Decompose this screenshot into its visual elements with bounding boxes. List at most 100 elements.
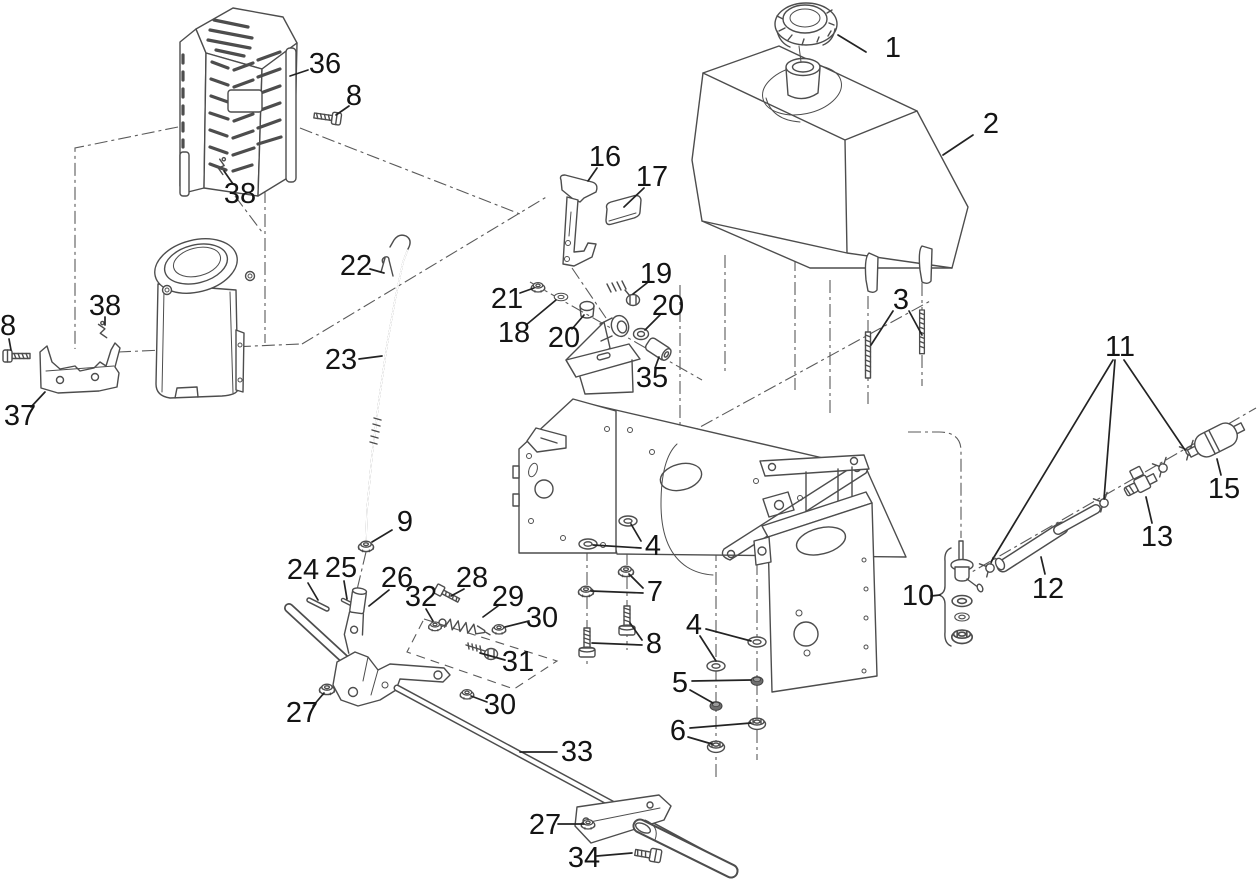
leader-line <box>644 314 661 331</box>
part-number-label: 18 <box>498 317 530 349</box>
nut-32 <box>428 621 442 632</box>
leader-line <box>1040 556 1046 575</box>
leader-line <box>870 310 894 346</box>
leader-line <box>371 529 393 543</box>
part-number-label: 8 <box>0 310 16 342</box>
part-number-label: 37 <box>4 400 36 432</box>
part-number-label: 12 <box>1032 573 1064 605</box>
part-number-label: 3 <box>893 284 909 316</box>
leader-line <box>8 338 12 351</box>
grip-pad <box>605 194 642 226</box>
leader-line <box>689 722 752 729</box>
washer-4 <box>747 636 767 648</box>
main-frame <box>512 314 907 693</box>
leader-line <box>691 679 752 682</box>
nut-30 <box>459 689 475 700</box>
washer-4 <box>618 515 638 527</box>
guard-clip-38 <box>217 156 227 176</box>
bolt-8 <box>618 605 636 636</box>
leader-line <box>699 635 717 662</box>
part-number-label: 38 <box>224 178 256 210</box>
part-number-label: 31 <box>502 646 534 678</box>
tank-tab <box>918 245 933 284</box>
part-number-label: 23 <box>325 344 357 376</box>
bolt-34 <box>634 847 663 864</box>
part-number-label: 28 <box>456 562 488 594</box>
leader-line <box>482 605 499 618</box>
lever-assembly <box>284 583 559 707</box>
part-number-label: 11 <box>1105 331 1135 363</box>
fuel-tank <box>691 45 969 293</box>
leader-line <box>689 689 714 704</box>
deck-mount-ear <box>762 491 795 518</box>
leader-line <box>632 282 648 295</box>
callout-leader-lines <box>8 34 1222 857</box>
washer-4 <box>578 538 598 550</box>
part-number-label: 1 <box>885 32 901 64</box>
leader-line <box>654 356 660 369</box>
part-number-label: 25 <box>325 552 357 584</box>
leader-line <box>592 544 642 549</box>
part-number-label: 35 <box>636 362 668 394</box>
part-number-label: 4 <box>686 609 702 641</box>
bushing-20a <box>579 300 595 319</box>
part-number-label: 29 <box>492 581 524 613</box>
bushing-20b <box>632 327 650 341</box>
leader-line <box>30 391 46 408</box>
part-number-label: 13 <box>1141 521 1173 553</box>
part-number-label: 36 <box>309 48 341 80</box>
tank-tab <box>864 252 879 293</box>
leader-line <box>623 187 645 208</box>
part-number-label: 33 <box>561 736 593 768</box>
pin-24 <box>306 597 330 612</box>
leader-line <box>525 299 557 326</box>
leader-line <box>630 523 642 542</box>
spring-29 <box>438 618 491 636</box>
leader-line <box>1216 458 1222 476</box>
leader-line <box>369 268 385 274</box>
spring-phantom-outline <box>406 618 559 690</box>
part-number-label: 38 <box>89 290 121 322</box>
nut-7 <box>617 565 635 578</box>
pivot-tower <box>565 314 641 395</box>
lever-weldment <box>332 651 451 707</box>
pivot-hardware <box>530 280 672 361</box>
part-number-label: 7 <box>647 576 663 608</box>
bracket-screw-8 <box>2 349 31 363</box>
throttle-rod <box>365 234 411 543</box>
part-number-label: 27 <box>529 809 561 841</box>
frame-top-strap <box>759 454 870 477</box>
leader-line <box>223 170 234 185</box>
leader-line <box>504 620 530 628</box>
locknut-9 <box>357 540 375 553</box>
leader-line <box>368 589 390 607</box>
part-number-label: 15 <box>1208 473 1240 505</box>
leader-line <box>358 355 383 360</box>
part-number-label: 34 <box>568 842 600 874</box>
hose-clamp-11 <box>1151 456 1174 478</box>
leader-line <box>590 590 644 594</box>
leader-line <box>629 622 643 641</box>
leader-line <box>591 642 643 646</box>
support-bracket <box>559 174 598 267</box>
leader-line <box>307 582 319 601</box>
part-number-label: 19 <box>640 258 672 290</box>
part-number-label: 5 <box>672 667 688 699</box>
fuel-filter-15 <box>1186 422 1246 458</box>
part-number-label: 30 <box>526 602 558 634</box>
control-rod-assembly <box>393 684 739 879</box>
leader-line <box>571 314 585 330</box>
part-number-label: 4 <box>645 530 661 562</box>
leader-line <box>450 588 465 597</box>
washer <box>951 594 973 608</box>
part-number-label: 24 <box>287 554 319 586</box>
leader-line <box>1145 496 1153 524</box>
leader-line <box>596 852 633 857</box>
part-number-label: 30 <box>484 689 516 721</box>
part-number-label: 20 <box>652 290 684 322</box>
spring-19 <box>606 280 641 307</box>
part-number-label: 8 <box>346 80 362 112</box>
clevis-26 <box>343 587 368 654</box>
